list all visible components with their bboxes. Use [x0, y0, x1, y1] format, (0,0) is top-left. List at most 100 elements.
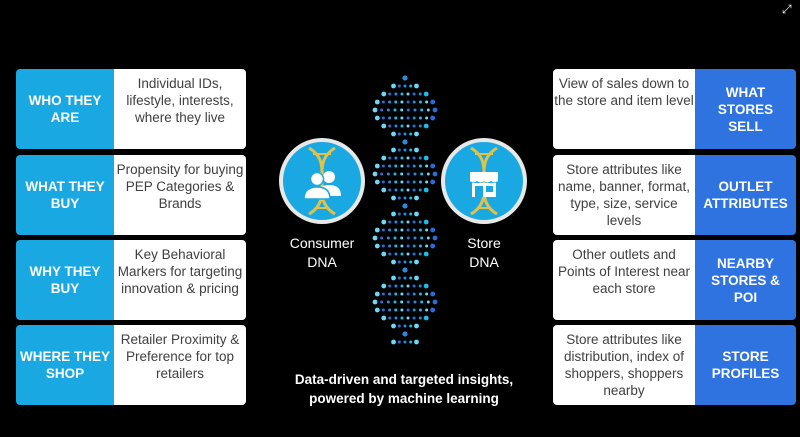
helix-dot	[409, 212, 413, 216]
helix-dot	[381, 91, 387, 97]
helix-dot	[381, 100, 385, 104]
helix-dot	[386, 108, 390, 112]
helix-dot	[425, 228, 429, 232]
helix-dot	[430, 227, 436, 233]
helix-dot	[391, 323, 396, 329]
helix-dot	[388, 116, 392, 120]
helix-dot	[412, 252, 416, 256]
helix-dot	[406, 284, 410, 288]
helix-dot	[374, 291, 380, 297]
helix-dot	[418, 116, 422, 120]
helix-dot	[432, 235, 438, 241]
center-caption: Data-driven and targeted insights, power…	[265, 370, 543, 408]
helix-dot	[418, 252, 422, 256]
helix-dot	[388, 284, 392, 288]
helix-dot	[425, 308, 429, 312]
helix-dot	[425, 292, 429, 296]
helix-dot	[380, 172, 384, 176]
helix-dot	[381, 244, 385, 248]
expand-icon[interactable]: ⤢	[782, 2, 792, 16]
helix-dot	[402, 267, 408, 273]
helix-dot	[418, 100, 422, 104]
helix-dot	[388, 228, 392, 232]
helix-dot	[400, 316, 404, 320]
helix-dot	[386, 300, 390, 304]
helix-dot	[397, 340, 401, 344]
helix-dot	[393, 300, 397, 304]
helix-dot	[418, 92, 422, 96]
helix-dot	[400, 244, 404, 248]
left-desc: Retailer Proximity & Preference for top …	[114, 325, 246, 405]
helix-dot	[400, 188, 404, 192]
helix-dot	[409, 148, 413, 152]
helix-dot	[400, 252, 404, 256]
helix-dot	[380, 300, 384, 304]
helix-dot	[406, 228, 410, 232]
helix-dot	[400, 124, 404, 128]
helix-dot	[388, 92, 392, 96]
left-tag: WHERE THEY SHOP	[16, 325, 114, 405]
helix-dot	[414, 131, 419, 137]
helix-dot	[432, 107, 438, 113]
right-desc: Other outlets and Points of Interest nea…	[553, 240, 695, 320]
helix-dot	[394, 180, 398, 184]
helix-dot	[403, 196, 407, 200]
helix-dot	[426, 108, 430, 112]
helix-dot	[393, 108, 397, 112]
helix-dot	[423, 155, 429, 161]
helix-dot	[430, 115, 436, 121]
helix-dot	[406, 244, 410, 248]
helix-dot	[402, 203, 408, 209]
helix-dot	[400, 284, 404, 288]
helix-dot	[406, 108, 410, 112]
helix-dot	[423, 315, 429, 321]
helix-dot	[406, 252, 410, 256]
helix-dot	[374, 179, 380, 185]
helix-dot	[400, 164, 404, 168]
helix-dot	[391, 83, 396, 89]
left-desc: Key Behavioral Markers for targeting inn…	[114, 240, 246, 320]
helix-dot	[381, 228, 385, 232]
helix-dot	[406, 172, 410, 176]
helix-dot	[391, 339, 396, 345]
helix-dot	[394, 124, 398, 128]
helix-dot	[394, 92, 398, 96]
helix-dot	[400, 156, 404, 160]
helix-dot	[420, 300, 424, 304]
helix-dot	[409, 324, 413, 328]
helix-dot	[394, 244, 398, 248]
consumer-label-line-2: DNA	[307, 254, 337, 270]
helix-dot	[412, 180, 416, 184]
helix-dot	[406, 116, 410, 120]
helix-dot	[394, 284, 398, 288]
right-row-nearby: Other outlets and Points of Interest nea…	[553, 240, 796, 320]
helix-dot	[409, 276, 413, 280]
helix-dot	[423, 283, 429, 289]
helix-dot	[400, 172, 404, 176]
helix-dot	[393, 172, 397, 176]
helix-dot	[412, 292, 416, 296]
helix-dot	[400, 300, 404, 304]
helix-dot	[400, 236, 404, 240]
helix-dot	[406, 308, 410, 312]
helix-dot	[388, 156, 392, 160]
caption-line-2: powered by machine learning	[309, 391, 499, 406]
consumer-label-line-1: Consumer	[289, 235, 355, 251]
store-dna-circle	[441, 138, 527, 224]
helix-dot	[388, 180, 392, 184]
helix-dot	[372, 299, 378, 305]
helix-dot	[406, 164, 410, 168]
helix-dot	[430, 307, 436, 313]
helix-dot	[412, 156, 416, 160]
helix-dot	[412, 116, 416, 120]
helix-dot	[394, 116, 398, 120]
helix-dot	[381, 315, 387, 321]
helix-dot	[394, 228, 398, 232]
left-row-where: WHERE THEY SHOP Retailer Proximity & Pre…	[16, 325, 246, 405]
helix-dot	[413, 108, 417, 112]
helix-dot	[386, 236, 390, 240]
helix-dot	[423, 251, 429, 257]
helix-dot	[430, 179, 436, 185]
helix-dot	[412, 92, 416, 96]
helix-dot	[414, 339, 419, 345]
